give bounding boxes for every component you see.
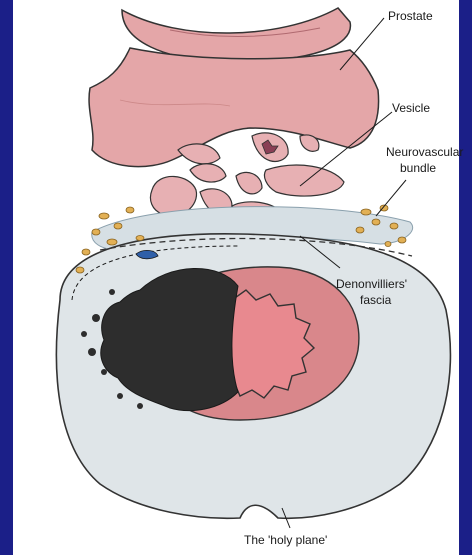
label-prostate: Prostate xyxy=(388,9,433,23)
label-neurovascular-line2: bundle xyxy=(400,161,436,175)
label-vesicle: Vesicle xyxy=(392,101,430,115)
label-denonvilliers-line2: fascia xyxy=(360,293,392,307)
neurovascular-leader xyxy=(376,180,406,216)
label-neurovascular-line1: Neurovascular xyxy=(386,145,463,159)
label-holy-plane: The 'holy plane' xyxy=(244,533,327,547)
prostate xyxy=(89,8,379,167)
vessel xyxy=(136,250,158,258)
label-denonvilliers-line1: Denonvilliers' xyxy=(336,277,407,291)
